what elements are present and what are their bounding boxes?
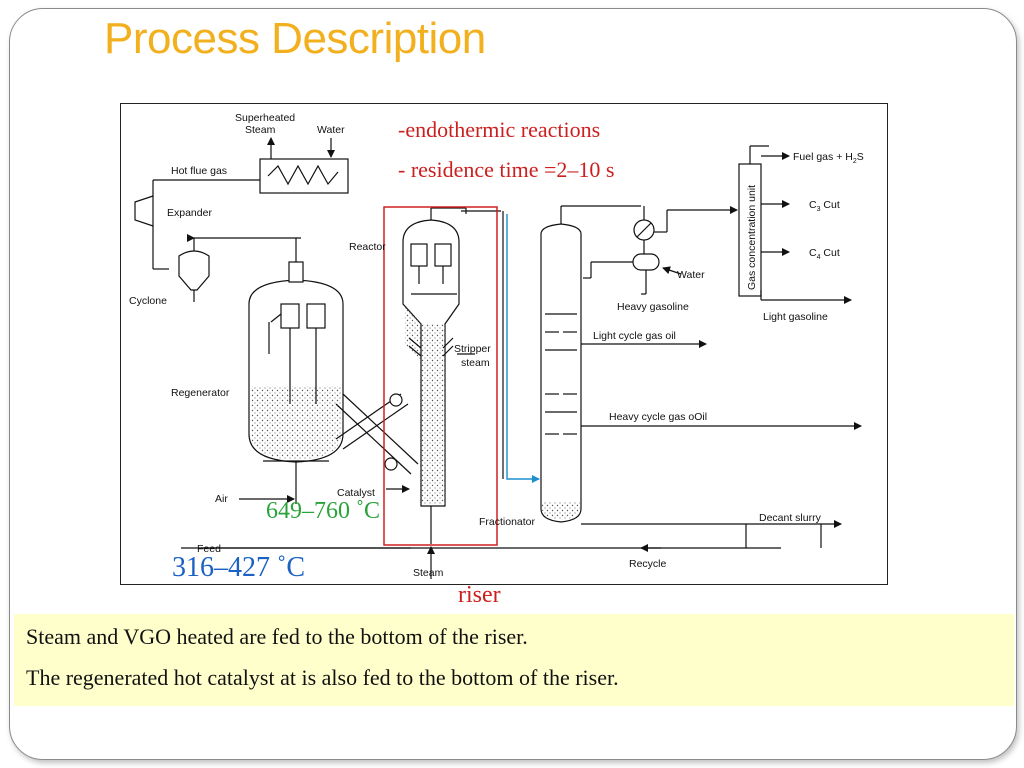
feed-temperature: 316–427 ˚C bbox=[172, 552, 305, 583]
label-gas-concentration-unit: Gas concentration unit bbox=[746, 185, 758, 290]
label-heavy-gasoline: Heavy gasoline bbox=[617, 301, 689, 313]
label-water-right: Water bbox=[677, 269, 705, 281]
slide-title: Process Description bbox=[104, 14, 486, 63]
label-hot-flue-gas: Hot flue gas bbox=[171, 165, 227, 177]
label-feed: Feed bbox=[197, 543, 221, 555]
label-reactor: Reactor bbox=[349, 241, 386, 253]
fcc-flow-svg: Superheated Steam Water Hot flue gas Exp… bbox=[129, 112, 864, 579]
label-stripper: Stripper bbox=[454, 343, 491, 355]
note-endothermic: -endothermic reactions bbox=[398, 117, 601, 142]
note-residence-time: - residence time =2–10 s bbox=[398, 157, 615, 182]
riser-label: riser bbox=[458, 582, 501, 608]
label-expander: Expander bbox=[167, 207, 212, 219]
fcc-process-diagram: Superheated Steam Water Hot flue gas Exp… bbox=[120, 103, 888, 585]
catalyst-temperature: 649–760 ˚C bbox=[266, 498, 380, 524]
label-regenerator: Regenerator bbox=[171, 387, 230, 399]
label-stripper-steam: steam bbox=[461, 357, 490, 369]
label-steam: Steam bbox=[245, 124, 276, 136]
caption-box: Steam and VGO heated are fed to the bott… bbox=[14, 614, 1014, 706]
label-steam-bottom: Steam bbox=[413, 567, 444, 579]
label-cyclone: Cyclone bbox=[129, 295, 167, 307]
label-fuel-gas: Fuel gas + H2S bbox=[793, 151, 864, 165]
label-catalyst: Catalyst bbox=[337, 487, 375, 499]
caption-line-2: The regenerated hot catalyst at is also … bbox=[26, 665, 619, 690]
steam-heater bbox=[259, 158, 349, 194]
label-c4-cut: C4 Cut bbox=[809, 247, 840, 261]
label-heavy-cycle-gas-oil: Heavy cycle gas oOil bbox=[609, 411, 707, 423]
caption-line-1: Steam and VGO heated are fed to the bott… bbox=[26, 624, 528, 649]
label-water-top: Water bbox=[317, 124, 345, 136]
label-decant-slurry: Decant slurry bbox=[759, 512, 822, 524]
label-recycle: Recycle bbox=[629, 558, 667, 570]
label-superheated: Superheated bbox=[235, 112, 295, 124]
label-light-gasoline: Light gasoline bbox=[763, 311, 828, 323]
label-air: Air bbox=[215, 493, 228, 505]
riser-highlight bbox=[383, 206, 498, 546]
label-fractionator: Fractionator bbox=[479, 516, 536, 528]
label-light-cycle-gas-oil: Light cycle gas oil bbox=[593, 330, 676, 342]
cyclone bbox=[178, 250, 210, 291]
fractionator-column bbox=[540, 223, 582, 523]
expander bbox=[134, 195, 154, 227]
label-c3-cut: C3 Cut bbox=[809, 199, 840, 213]
